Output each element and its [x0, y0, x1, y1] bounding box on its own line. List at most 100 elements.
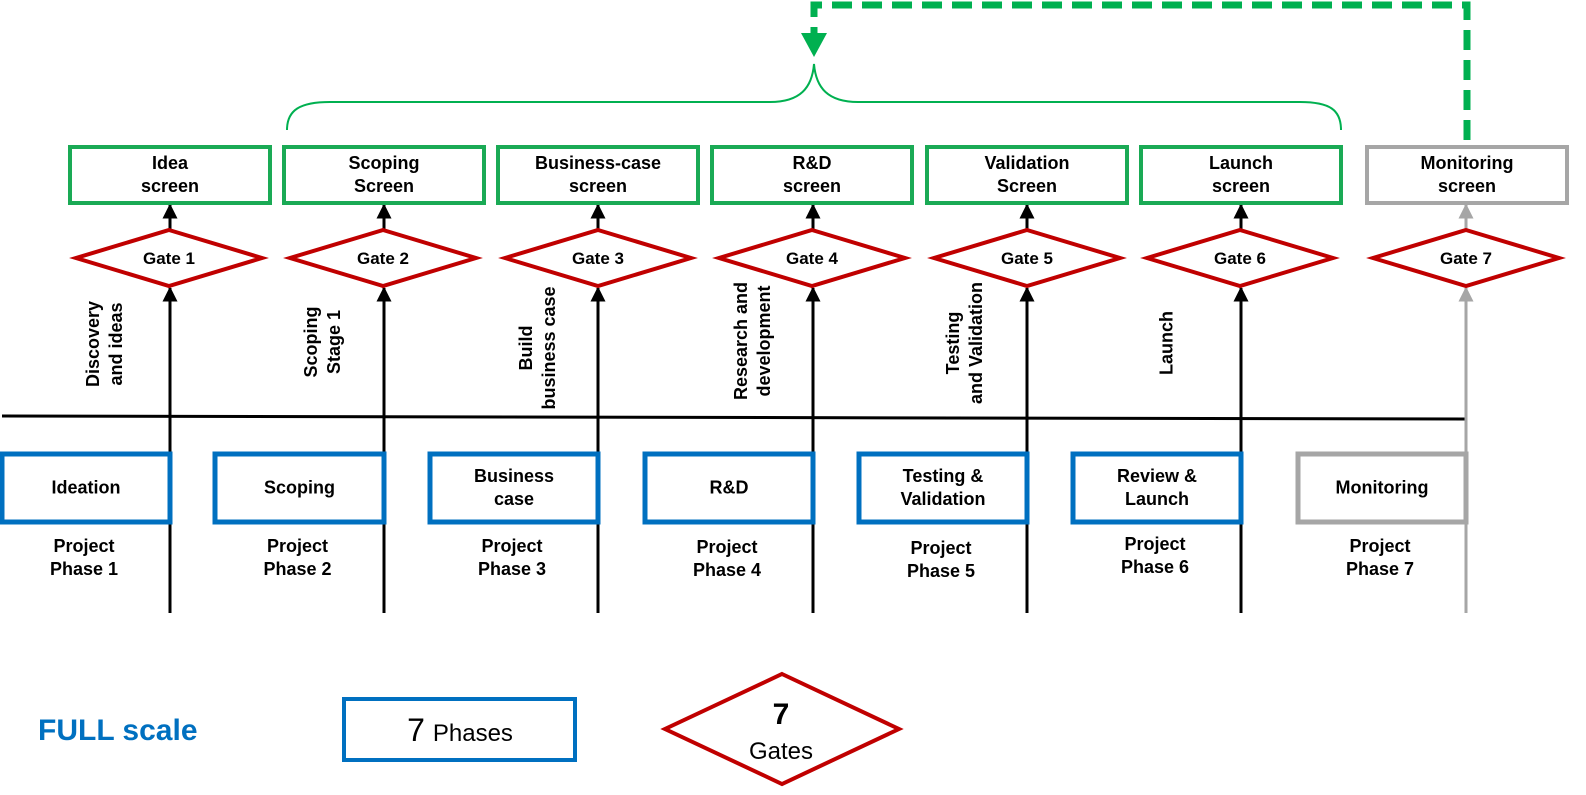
phase-caption-line: Project [696, 537, 757, 557]
legend-gate-word: Gates [749, 738, 813, 765]
stage-label-text: Launch [1156, 311, 1176, 375]
phase-label-line: R&D [710, 477, 749, 497]
legend-phase-count: 7 [407, 712, 425, 748]
phase-label: Review &Launch [1117, 466, 1197, 509]
stage-label-text-line: Scoping [301, 307, 321, 378]
phase-label: Testing & Validation [900, 466, 985, 509]
phase-caption-line: Project [267, 536, 328, 556]
screen-label-line: Launch [1209, 153, 1273, 173]
gate-label: Gate 5 [1001, 249, 1053, 268]
phase-caption-line: Project [1349, 536, 1410, 556]
screen-label-line: R&D [793, 153, 832, 173]
screen-box: Monitoring screen [1365, 145, 1569, 205]
screens-bracket [286, 63, 1342, 131]
gate-label: Gate 7 [1440, 249, 1492, 268]
stage-label-text-line: Build [516, 326, 536, 371]
phase-label: R&D [710, 477, 749, 497]
stage-label-text-line: Research and [731, 282, 751, 400]
screen-box-frame [925, 145, 1129, 205]
phase-caption-line: Phase 2 [263, 559, 331, 579]
gate-diamond: Gate 2 [283, 227, 483, 289]
phase-caption-line: Project [1124, 534, 1185, 554]
screen-label-line: Monitoring [1421, 153, 1514, 173]
phase-label-line: Testing & [903, 466, 984, 486]
phase-label: Scoping [264, 477, 335, 497]
feedback-loop-arrowhead [801, 33, 827, 57]
screen-box-frame [710, 145, 914, 205]
phase-label-line: case [494, 489, 534, 509]
phase-label-line: Business [474, 466, 554, 486]
gate-diamond-shape [712, 227, 912, 289]
phase-label: Ideation [51, 477, 120, 497]
phase-box-frame [212, 451, 387, 525]
screen-box: R&D screen [710, 145, 914, 205]
screen-label-line: screen [1438, 176, 1496, 196]
phase-caption-line: Phase 3 [478, 559, 546, 579]
stage-label-text-line: Stage 1 [324, 310, 344, 374]
phase-label: Monitoring [1336, 477, 1429, 497]
phase-caption-line: Project [481, 536, 542, 556]
screen-label-line: Screen [997, 176, 1057, 196]
gate-diamond: Gate 1 [69, 227, 269, 289]
phase-label-line: Review & [1117, 466, 1197, 486]
gate-diamond: Gate 3 [498, 227, 698, 289]
screen-label: R&D screen [783, 153, 841, 196]
phase-caption-line: Phase 5 [907, 561, 975, 581]
screen-label-line: Scoping [349, 153, 420, 173]
phase-caption-line: Project [53, 536, 114, 556]
gate-label: Gate 6 [1214, 249, 1266, 268]
screen-label: Monitoring screen [1421, 153, 1514, 196]
screen-box-frame [1365, 145, 1569, 205]
stage-label-text-line: business case [539, 286, 559, 409]
gate-diamond-shape [1366, 227, 1566, 289]
legend-gate-count: 7 [773, 698, 790, 731]
stage-label-text-line: and Validation [966, 282, 986, 404]
phase-label-line: Ideation [51, 477, 120, 497]
phase-label: Business case [474, 466, 554, 509]
stage-label-text-line: development [754, 285, 774, 396]
gate-diamond: Gate 7 [1366, 227, 1566, 289]
phase-box-frame [1070, 451, 1244, 525]
phase-caption-line: Phase 1 [50, 559, 118, 579]
screen-box-frame [68, 145, 272, 205]
stage-label-text-line: Testing [943, 312, 963, 375]
legend-gate-diamond [660, 671, 904, 787]
screen-box-frame [496, 145, 700, 205]
stage-label-text-line: Discovery [83, 301, 103, 387]
gate-diamond: Gate 6 [1140, 227, 1340, 289]
phase-label-line: Validation [900, 489, 985, 509]
phase-caption-line: Project [910, 538, 971, 558]
gate-diamond-shape [498, 227, 698, 289]
phase-box-frame [642, 451, 816, 525]
gate-label: Gate 3 [572, 249, 624, 268]
screen-label-line: screen [141, 176, 199, 196]
stage-label: Launch [1156, 311, 1176, 375]
screen-label-line: Idea [152, 153, 189, 173]
screen-box-frame [1139, 145, 1343, 205]
gate-label: Gate 4 [786, 249, 839, 268]
screen-label-line: screen [783, 176, 841, 196]
